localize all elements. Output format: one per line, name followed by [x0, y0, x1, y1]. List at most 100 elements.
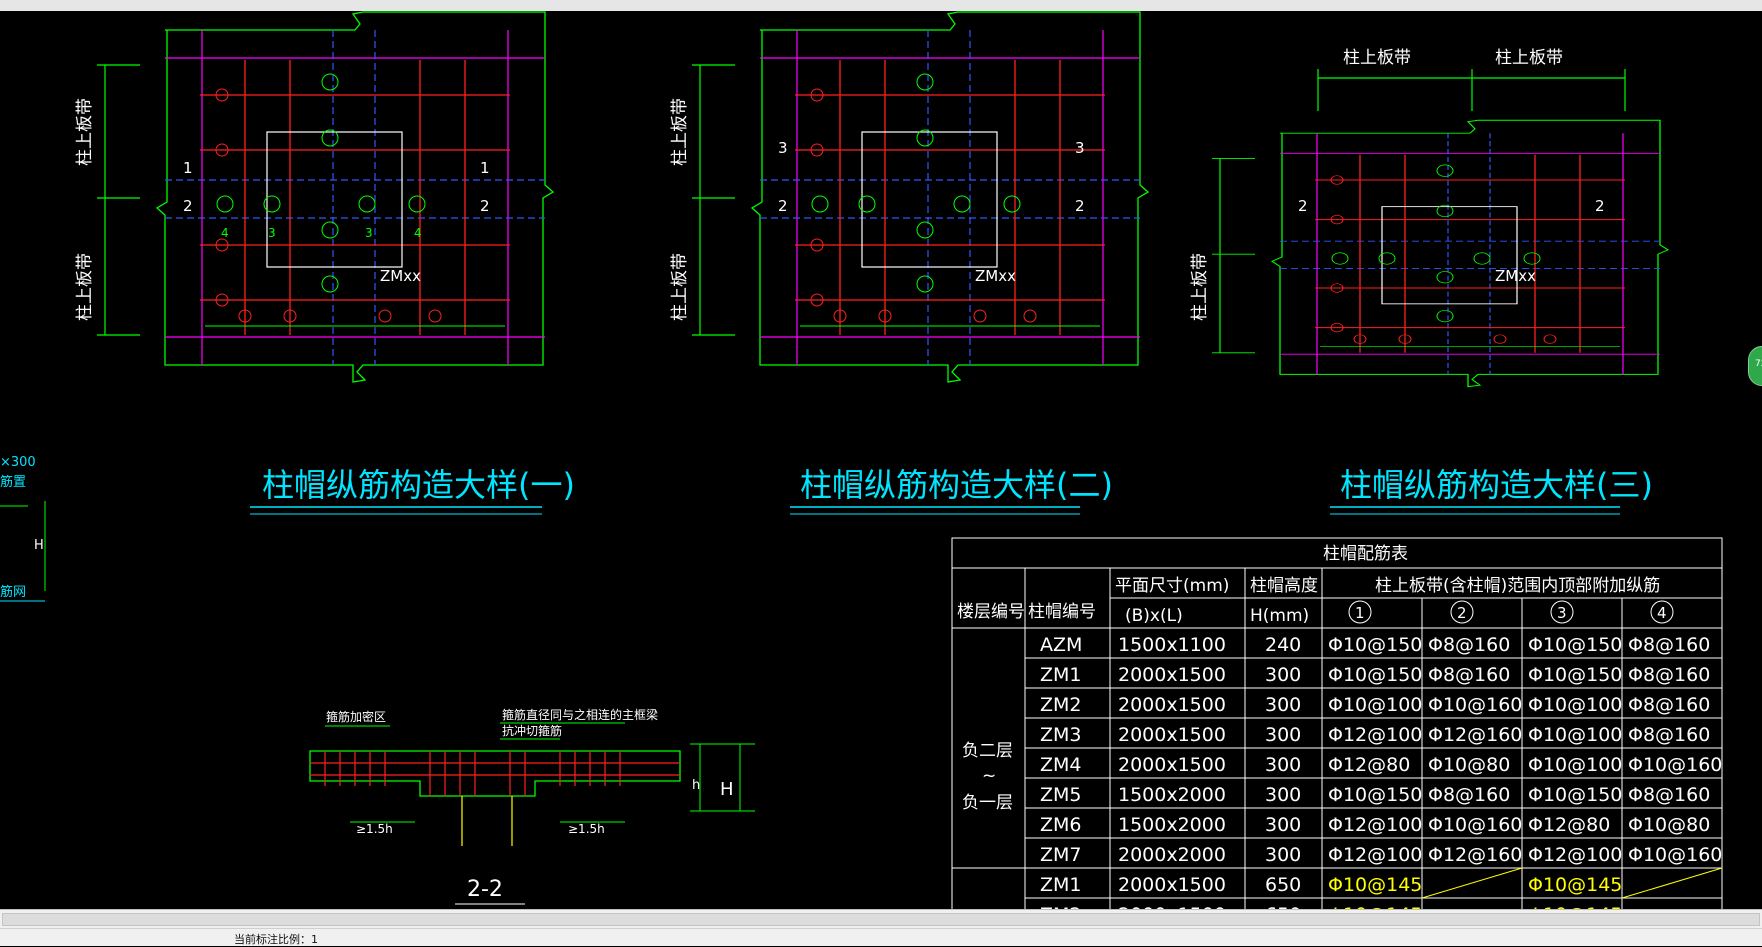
- cell-size: 2000x1500: [1118, 874, 1226, 896]
- cell-r3: Φ10@150: [1528, 664, 1622, 686]
- cell-height: 300: [1265, 784, 1301, 806]
- cell-r2: Φ8@160: [1428, 664, 1510, 686]
- cell-id: ZM5: [1040, 784, 1082, 806]
- cell-r4: Φ10@160: [1628, 844, 1722, 866]
- cell-height: 300: [1265, 814, 1301, 836]
- cell-height: 300: [1265, 694, 1301, 716]
- hdr-size: 平面尺寸(mm): [1115, 576, 1229, 596]
- band-label-2a: 柱上板带: [670, 98, 690, 166]
- cell-id: ZM7: [1040, 844, 1082, 866]
- marker-3-b: 3: [365, 226, 373, 240]
- status-bar: 当前标注比例：1: [0, 928, 1762, 946]
- side-button-label: 72: [1755, 359, 1762, 369]
- cell-r1: Φ10@100: [1328, 694, 1422, 716]
- cell-r4: Φ10@160: [1628, 754, 1722, 776]
- band-label-1b: 柱上板带: [75, 253, 95, 321]
- band-label-3b: 柱上板带: [1190, 253, 1210, 321]
- cell-size: 2000x1500: [1118, 694, 1226, 716]
- scrollbar-thumb[interactable]: [2, 913, 1760, 926]
- section-small-h: h: [692, 778, 700, 793]
- horizontal-scrollbar[interactable]: [0, 909, 1762, 928]
- section-note-zone: 箍筋加密区: [326, 709, 386, 724]
- cap-label-3: ZMxx: [1495, 267, 1536, 285]
- cell-r2: Φ10@160: [1428, 694, 1522, 716]
- hdr-floor: 楼层编号: [957, 602, 1025, 622]
- marker-2c-left: 2: [1298, 197, 1308, 215]
- cell-height: 300: [1265, 724, 1301, 746]
- scale-status-text: 当前标注比例：1: [234, 933, 318, 946]
- section-note-stirrup: 箍筋直径同与之相连的主框梁: [502, 707, 658, 722]
- floor-group-3: 负一层: [962, 793, 1013, 813]
- marker-2c-right: 2: [1595, 197, 1605, 215]
- cell-r3: Φ12@80: [1528, 814, 1610, 836]
- cell-r1: Φ10@145: [1328, 874, 1422, 896]
- detail-title-2: 柱帽纵筋构造大样(二): [800, 466, 1113, 504]
- cell-r3: Φ10@145: [1528, 904, 1622, 909]
- cell-r3: Φ10@145: [1528, 874, 1622, 896]
- band-label-1a: 柱上板带: [75, 98, 95, 166]
- hdr-size-sub: (B)x(L): [1125, 606, 1183, 626]
- cell-id: ZM3: [1040, 724, 1082, 746]
- cell-r1: Φ10@145: [1328, 904, 1422, 909]
- cell-r1: Φ10@150: [1328, 634, 1422, 656]
- cell-r1: Φ10@150: [1328, 664, 1422, 686]
- marker-2-right: 2: [480, 197, 490, 215]
- section-h-label: H: [720, 779, 734, 800]
- cell-height: 300: [1265, 754, 1301, 776]
- cell-r3: Φ12@100: [1528, 844, 1622, 866]
- section-2-2: 箍筋加密区 箍筋直径同与之相连的主框梁 抗冲切箍筋 ≥1.5h ≥1.5h h …: [309, 707, 755, 905]
- cell-r2: Φ10@80: [1428, 754, 1510, 776]
- cell-r4: Φ8@160: [1628, 694, 1710, 716]
- marker-2-left: 2: [183, 197, 193, 215]
- band-label-2b: 柱上板带: [670, 253, 690, 321]
- band-label-3c: 柱上板带: [1343, 48, 1411, 68]
- cell-id: ZM2: [1040, 904, 1082, 909]
- detail-title-3: 柱帽纵筋构造大样(三): [1340, 466, 1653, 504]
- cell-height: 300: [1265, 664, 1301, 686]
- cell-r4: Φ8@160: [1628, 634, 1710, 656]
- hdr-c4: 4: [1657, 604, 1667, 622]
- cell-id: ZM1: [1040, 874, 1082, 896]
- marker-3-right: 3: [1075, 139, 1085, 157]
- cell-r4: Φ10@80: [1628, 814, 1710, 836]
- detail-title-1: 柱帽纵筋构造大样(一): [262, 466, 575, 504]
- cell-size: 2000x1500: [1118, 664, 1226, 686]
- section-note-punch: 抗冲切箍筋: [502, 723, 562, 738]
- section-ext-2: ≥1.5h: [568, 822, 605, 836]
- floor-group-1: 负二层: [962, 741, 1013, 761]
- cell-height: 650: [1265, 904, 1301, 909]
- hdr-height-sub: H(mm): [1250, 606, 1309, 626]
- cap-label-2: ZMxx: [975, 267, 1016, 285]
- cell-r4: Φ8@160: [1628, 784, 1710, 806]
- cell-r3: Φ10@100: [1528, 724, 1622, 746]
- cell-r1: Φ10@150: [1328, 784, 1422, 806]
- table-title: 柱帽配筋表: [1323, 544, 1408, 564]
- hdr-extra: 柱上板带(含柱帽)范围内顶部附加纵筋: [1375, 576, 1660, 596]
- cell-r3: Φ10@100: [1528, 754, 1622, 776]
- reinforcement-table: [951, 537, 1723, 909]
- cell-height: 240: [1265, 634, 1301, 656]
- cell-r1: Φ12@100: [1328, 844, 1422, 866]
- hdr-c2: 2: [1457, 604, 1467, 622]
- cell-r2: Φ8@160: [1428, 784, 1510, 806]
- cad-drawing-canvas[interactable]: ZMxx ZMxx ZMxx 柱上板带 柱上板带 柱上板带 柱上板带 柱上板带 …: [0, 11, 1762, 909]
- section-ext-1: ≥1.5h: [356, 822, 393, 836]
- marker-4-b: 4: [414, 226, 422, 240]
- floating-side-button[interactable]: 72: [1748, 346, 1762, 386]
- cell-size: 1500x1100: [1118, 634, 1226, 656]
- left-fragment-2: 筋置: [0, 474, 26, 490]
- hdr-c3: 3: [1557, 604, 1567, 622]
- cell-r2: Φ12@160: [1428, 844, 1522, 866]
- left-fragment-4: 筋网: [0, 584, 26, 600]
- cell-id: AZM: [1040, 634, 1082, 656]
- cell-r1: Φ12@80: [1328, 754, 1410, 776]
- marker-3-a: 3: [268, 226, 276, 240]
- left-fragment-1: ×300: [0, 455, 36, 470]
- marker-2b-left: 2: [778, 197, 788, 215]
- cell-size: 1500x2000: [1118, 784, 1226, 806]
